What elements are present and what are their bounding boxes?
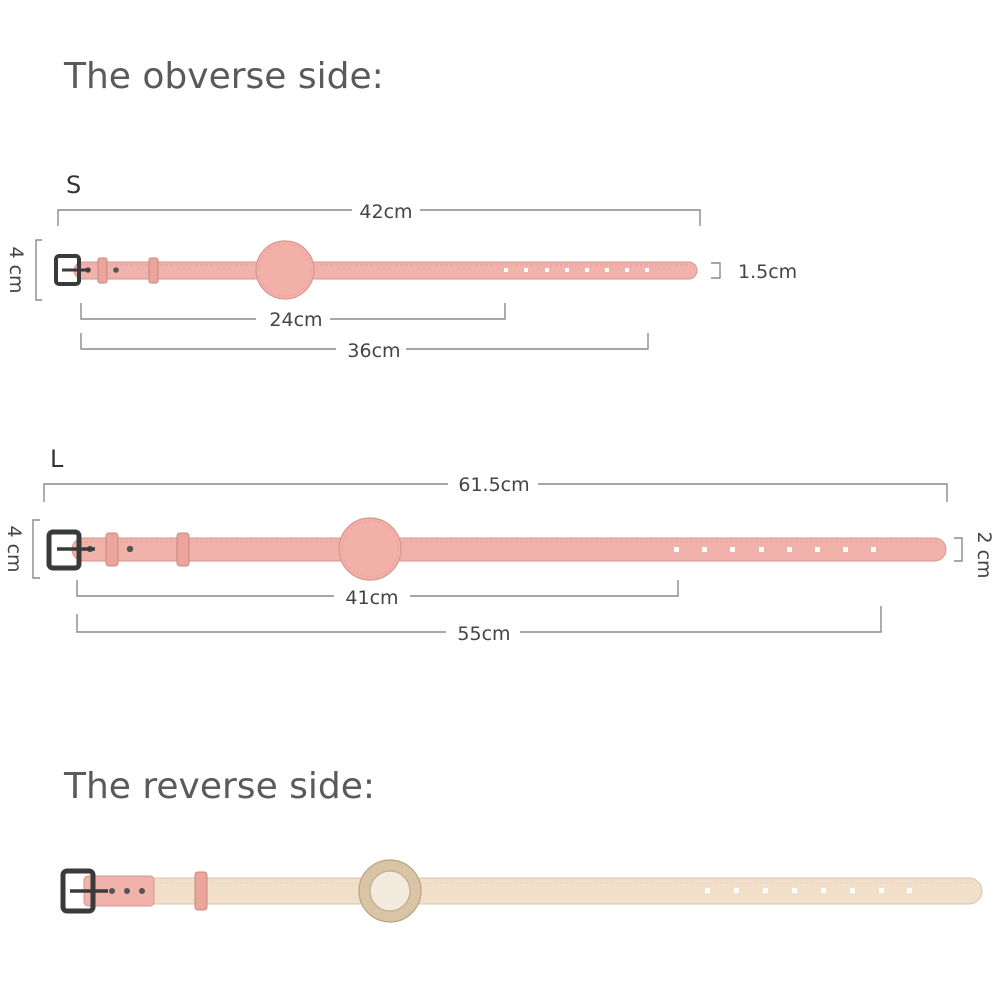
s-adjustment-holes [504,268,649,272]
size-l-label: L [50,445,64,473]
s-strap [73,261,698,280]
reverse-strap [91,877,983,905]
s-total-length-line [57,209,701,226]
l-shortest-length-label: 41cm [345,587,398,609]
reverse-buckle-hole [124,888,130,894]
size-l-diagram: L 61.5cm 4 cm [3,445,995,645]
s-longest-length-line [80,333,649,350]
s-tracker-holder [255,240,315,300]
s-keeper-loop [148,257,159,284]
s-buckle-height-bracket [35,239,42,301]
s-buckle-height-label: 4 cm [5,246,27,293]
s-total-length-label: 42cm [359,201,412,223]
reverse-tracker-window [369,870,411,912]
s-tracker-holder-stitching [258,243,312,297]
reverse-side-collar [60,859,983,923]
l-tracker-holder-stitching [341,520,399,578]
size-s-diagram: S 42cm 4 cm [5,171,797,362]
l-adjustment-holes [674,547,876,552]
l-longest-length-line [76,606,882,633]
l-keeper-loop [176,532,190,567]
l-buckle-height-label: 4 cm [3,525,25,572]
l-tracker-holder [338,517,402,581]
l-buckle-height-bracket [32,519,40,579]
reverse-keeper-loop [194,871,208,911]
s-buckle-hole [113,267,119,273]
size-s-label: S [66,171,81,199]
l-keeper-loop [105,532,119,567]
reverse-heading: The reverse side: [63,766,375,807]
s-keeper-loop [97,257,108,284]
l-shortest-length-line [76,580,679,597]
s-shortest-length-line [80,303,506,320]
l-width-bracket [954,537,963,562]
reverse-buckle-hole [109,888,115,894]
l-buckle-hole [126,545,134,553]
s-longest-length-label: 36cm [347,340,400,362]
l-width-label: 2 cm [973,531,995,578]
reverse-buckle-hole [139,888,145,894]
l-total-length-line [43,483,948,502]
l-total-length-label: 61.5cm [458,474,529,496]
l-strap [71,537,947,562]
obverse-heading: The obverse side: [63,56,384,97]
l-longest-length-label: 55cm [457,623,510,645]
s-shortest-length-label: 24cm [269,309,322,331]
s-width-bracket [711,262,721,279]
s-width-label: 1.5cm [738,261,797,283]
reverse-adjustment-holes [705,888,912,893]
